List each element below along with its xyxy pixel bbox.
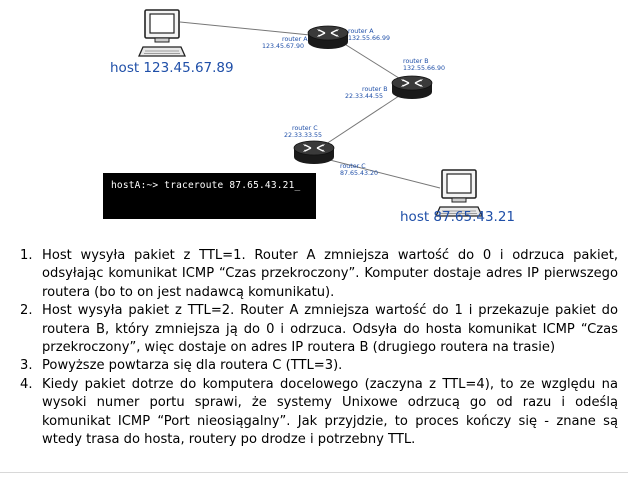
terminal-command: hostA:~> traceroute 87.65.43.21_ — [111, 180, 301, 191]
list-item: 1. Host wysyła pakiet z TTL=1. Router A z… — [18, 247, 618, 302]
list-item-text: Host wysyła pakiet z TTL=1. Router A zmn… — [42, 248, 618, 300]
list-item: 2. Host wysyła pakiet z TTL=2. Router A z… — [18, 302, 618, 357]
router-b-ip-top: 132.55.66.90 — [403, 65, 445, 72]
divider — [0, 472, 628, 473]
link-router-a-router-b — [334, 37, 411, 86]
link-host-a-router-a — [179, 21, 311, 36]
router-c-name-bottom: router C — [340, 163, 366, 170]
host-a-label: host 123.45.67.89 — [110, 60, 234, 76]
host-b-label: host 87.65.43.21 — [400, 209, 515, 225]
list-item-number: 1. — [20, 248, 33, 263]
router-a-ip-left: 123.45.67.90 — [262, 43, 304, 50]
list-item-text: Host wysyła pakiet z TTL=2. Router A zmn… — [42, 303, 618, 356]
router-b-icon — [391, 75, 433, 100]
router-b-name: router B — [403, 58, 429, 65]
link-router-b-router-c — [319, 91, 406, 149]
router-a-ip-right: 132.55.66.99 — [348, 35, 390, 42]
list-item-text: Kiedy pakiet dotrze do komputera docelow… — [42, 376, 618, 448]
router-a-name: router A — [282, 36, 308, 43]
router-b-ip-left: 22.33.44.55 — [345, 93, 383, 100]
list-item: 4. Kiedy pakiet dotrze do komputera docel… — [18, 376, 618, 450]
router-a-icon — [307, 25, 349, 50]
traceroute-steps-list: 1. Host wysyła pakiet z TTL=1. Router A z… — [18, 247, 618, 449]
router-c-ip-top: 22.33.33.55 — [284, 132, 322, 139]
terminal-window: hostA:~> traceroute 87.65.43.21_ — [103, 173, 316, 219]
list-item: 3. Powyższe powtarza się dla routera C (T… — [18, 357, 618, 375]
list-item-number: 3. — [20, 358, 33, 374]
router-c-ip-bottom: 87.65.43.20 — [340, 170, 378, 177]
host-a-computer-icon — [138, 9, 186, 57]
router-c-name: router C — [292, 125, 318, 132]
link-router-c-host-b — [321, 157, 441, 189]
list-item-number: 4. — [20, 376, 33, 392]
router-a-name-right: router A — [348, 28, 374, 35]
router-b-name-left: router B — [362, 86, 388, 93]
list-item-text: Powyższe powtarza się dla routera C (TTL… — [42, 358, 343, 374]
router-c-icon — [293, 140, 335, 165]
network-diagram: host 123.45.67.89 host 87.65.43.21 route… — [110, 9, 515, 225]
list-item-number: 2. — [20, 303, 33, 319]
